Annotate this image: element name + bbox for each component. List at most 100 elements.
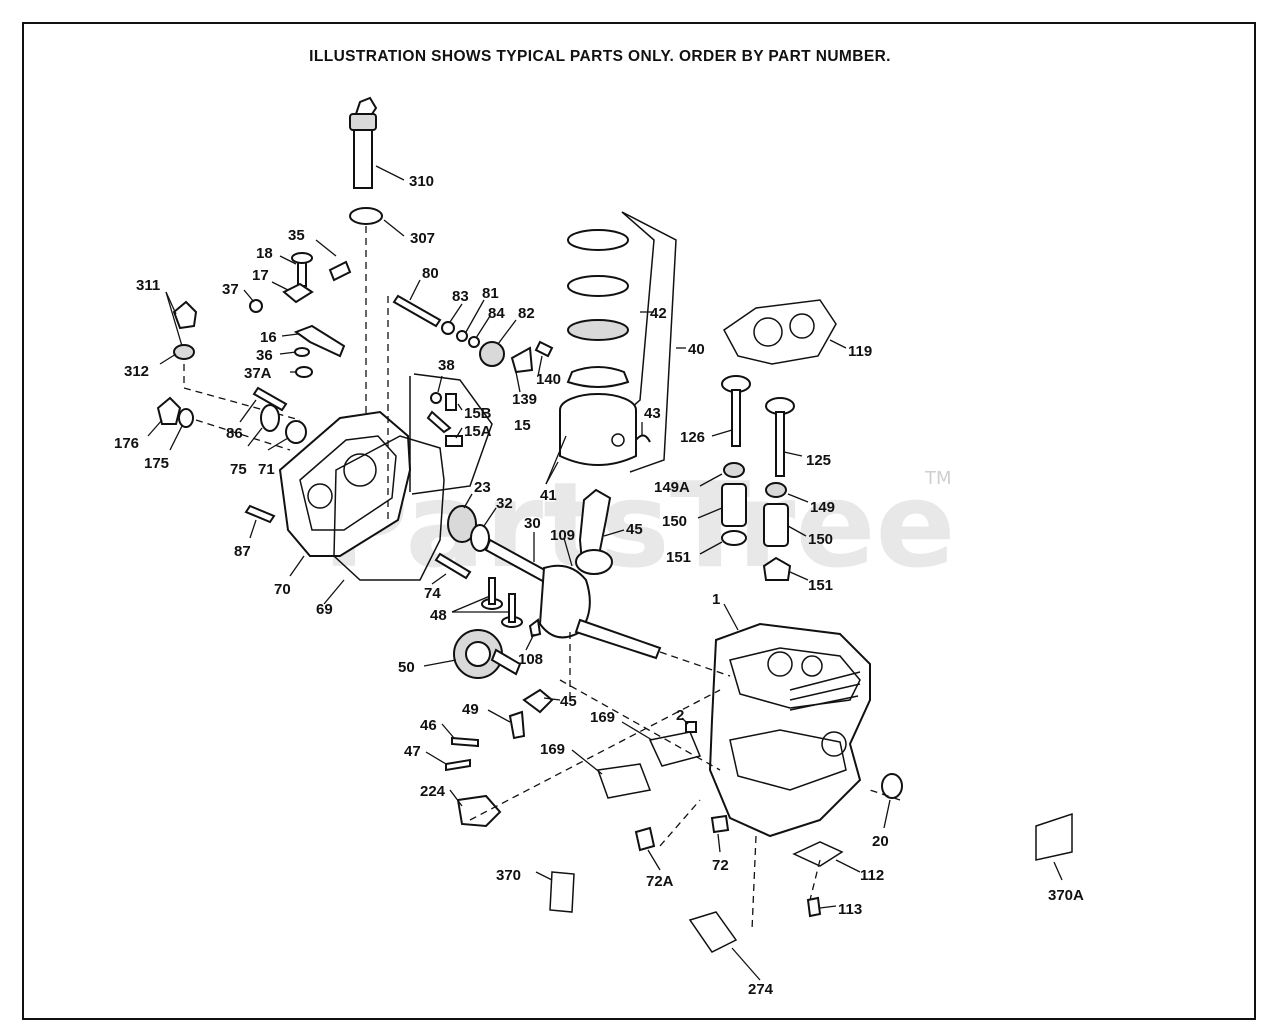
- label-48: 48: [430, 607, 447, 624]
- label-169-lower: 169: [540, 741, 565, 758]
- label-83: 83: [452, 288, 469, 305]
- label-72A: 72A: [646, 873, 674, 890]
- woodruff-key-part: [528, 618, 542, 638]
- label-75: 75: [230, 461, 247, 478]
- bolt-46-part: [451, 736, 479, 748]
- bolt-86-part: [252, 386, 288, 412]
- label-37A: 37A: [244, 365, 272, 382]
- spring-150-right-part: [763, 503, 789, 547]
- exhaust-valve-part: [721, 375, 751, 447]
- label-149: 149: [810, 499, 835, 516]
- label-30: 30: [524, 515, 541, 532]
- fitting-72A-part: [634, 826, 656, 852]
- label-36: 36: [256, 347, 273, 364]
- label-82: 82: [518, 305, 535, 322]
- label-307: 307: [410, 230, 435, 247]
- bolt-87-part: [244, 504, 276, 524]
- label-37: 37: [222, 281, 239, 298]
- piston-part: [559, 393, 637, 466]
- label-81: 81: [482, 285, 499, 302]
- cylinder-block-part: [708, 622, 871, 838]
- label-15: 15: [514, 417, 531, 434]
- label-45-lower: 45: [560, 693, 577, 710]
- label-72: 72: [712, 857, 729, 874]
- dipstick-part: [349, 96, 378, 189]
- label-150-right: 150: [808, 531, 833, 548]
- label-20: 20: [872, 833, 889, 850]
- label-84: 84: [488, 305, 505, 322]
- decal-370A-part: [1035, 812, 1073, 861]
- label-126: 126: [680, 429, 705, 446]
- bearing-part: [447, 505, 477, 543]
- governor-linkage-part: [249, 252, 352, 378]
- plug-72-part: [710, 814, 730, 834]
- label-125: 125: [806, 452, 831, 469]
- o-ring-part: [349, 207, 383, 225]
- oil-seal-part: [260, 404, 280, 432]
- retainer-149A-part: [723, 462, 745, 478]
- label-149A: 149A: [654, 479, 690, 496]
- gasket-169-upper-part: [648, 731, 702, 767]
- label-151-right: 151: [808, 577, 833, 594]
- label-47: 47: [404, 743, 421, 760]
- label-175: 175: [144, 455, 169, 472]
- seal-20-part: [881, 773, 903, 799]
- label-2: 2: [676, 707, 684, 724]
- label-169-upper: 169: [590, 709, 615, 726]
- gasket-224-part: [456, 794, 502, 828]
- label-139: 139: [512, 391, 537, 408]
- bolt-47-part: [445, 758, 471, 772]
- label-32: 32: [496, 495, 513, 512]
- label-35: 35: [288, 227, 305, 244]
- piston-rings-part: [566, 229, 630, 388]
- label-43: 43: [644, 405, 661, 422]
- label-18: 18: [256, 245, 273, 262]
- retainer-151-right-part: [762, 556, 792, 581]
- rod-cap-part: [522, 688, 554, 714]
- label-42: 42: [650, 305, 667, 322]
- intake-valve-part: [765, 397, 795, 477]
- gasket-69-part: [333, 435, 445, 581]
- label-224: 224: [420, 783, 446, 800]
- piston-pin-clip-part: [635, 434, 651, 443]
- label-370A: 370A: [1048, 887, 1084, 904]
- retainer-151-left-part: [721, 530, 747, 546]
- label-109: 109: [550, 527, 575, 544]
- label-46: 46: [420, 717, 437, 734]
- trademark: TM: [924, 468, 952, 489]
- label-40: 40: [688, 341, 705, 358]
- label-274: 274: [748, 981, 774, 998]
- label-15A: 15A: [464, 423, 492, 440]
- label-80: 80: [422, 265, 439, 282]
- label-310: 310: [409, 173, 434, 190]
- washer-part: [178, 408, 194, 428]
- breather-cap-part: [172, 300, 198, 330]
- label-113: 113: [838, 901, 862, 918]
- label-49: 49: [462, 701, 479, 718]
- connecting-rod-part: [578, 488, 612, 564]
- camshaft-assembly-part: [392, 294, 554, 374]
- label-370: 370: [496, 867, 521, 884]
- label-23: 23: [474, 479, 491, 496]
- label-45-upper: 45: [626, 521, 643, 538]
- label-151-left: 151: [666, 549, 691, 566]
- label-119: 119: [848, 343, 872, 360]
- breather-grommet-part: [173, 344, 195, 360]
- camshaft-gear-part: [453, 629, 522, 679]
- cylinder-head-gasket-part: [723, 299, 837, 365]
- label-16: 16: [260, 329, 277, 346]
- label-150-left: 150: [662, 513, 687, 530]
- gasket-112-part: [792, 841, 844, 867]
- label-38: 38: [438, 357, 455, 374]
- label-311: 311: [136, 277, 160, 294]
- label-312: 312: [124, 363, 149, 380]
- screw-113-part: [806, 896, 822, 918]
- label-71: 71: [258, 461, 275, 478]
- label-70: 70: [274, 581, 291, 598]
- retainer-149-part: [765, 482, 787, 498]
- label-74: 74: [424, 585, 441, 602]
- diagram-border: [22, 22, 1256, 1020]
- tappets-part: [481, 577, 523, 628]
